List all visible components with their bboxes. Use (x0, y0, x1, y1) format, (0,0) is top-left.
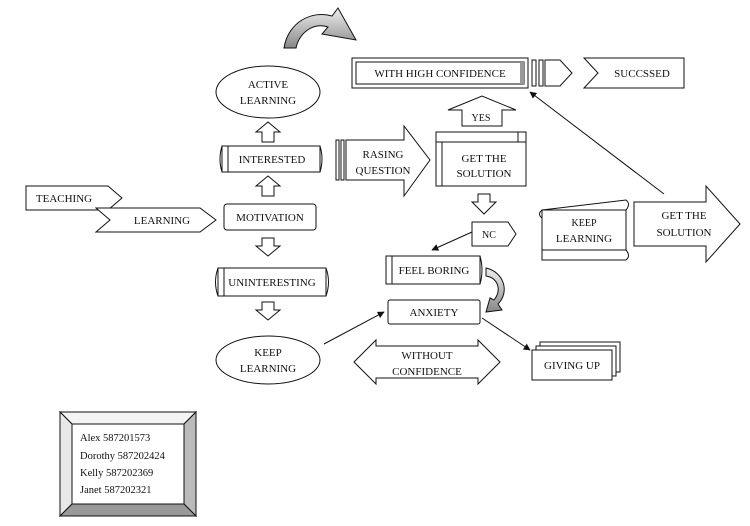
raising-question-line1: RASING (363, 149, 404, 161)
get-solution-line2: SOLUTION (457, 168, 512, 180)
curved-arrow-top-icon (283, 7, 357, 49)
members-frame (58, 410, 198, 518)
active-learning-ellipse: ACTIVE LEARNING (215, 65, 321, 119)
interested-scroll: INTERESTED (219, 145, 323, 173)
uninteresting-label: UNINTERESTING (228, 277, 315, 289)
motivation-label: MOTIVATION (236, 212, 304, 224)
keep-learning-right-line2: LEARNING (556, 233, 612, 245)
member-2: Dorothy 587202424 (80, 451, 166, 462)
feel-boring-scroll: FEEL BORING (385, 255, 483, 285)
get-solution-big-arrow: GET THE SOLUTION (633, 184, 741, 264)
down-arrow-1 (254, 237, 282, 257)
get-solution-2-line2: SOLUTION (657, 227, 712, 239)
with-high-confidence-label: WITH HIGH CONFIDENCE (374, 68, 506, 80)
arrow-no-to-boring (431, 231, 473, 251)
yes-arrow: YES (447, 95, 517, 127)
anxiety-box: ANXIETY (387, 299, 481, 325)
anxiety-label: ANXIETY (410, 307, 459, 319)
member-4: Janet 587202321 (80, 485, 151, 496)
without-confidence-line1: WITHOUT (401, 350, 453, 362)
successed-label: SUCCSSED (614, 68, 670, 80)
curved-arrow-right-icon (485, 267, 505, 313)
raising-question-arrow: RASING QUESTION (335, 124, 431, 198)
member-3: Kelly 587202369 (80, 468, 153, 479)
get-solution-box: GET THE SOLUTION (435, 131, 527, 187)
down-arrow-2 (254, 301, 282, 321)
with-high-confidence-banner: WITH HIGH CONFIDENCE (351, 57, 529, 89)
arrow-solution-to-high-confidence (529, 91, 665, 195)
teaching-arrow: TEACHING (25, 185, 123, 211)
without-confidence-double-arrow: WITHOUT CONFIDENCE (353, 338, 501, 386)
no-label: NC (482, 230, 496, 241)
up-arrow-1 (254, 121, 282, 143)
uninteresting-scroll: UNINTERESTING (215, 267, 329, 297)
active-learning-line1: ACTIVE (248, 79, 289, 91)
teaching-label: TEACHING (36, 193, 92, 205)
giving-up-stack: GIVING UP (531, 341, 621, 381)
successed-banner: SUCCSSED (582, 57, 685, 89)
keep-learning-right-scroll: KEEP LEARNING (539, 199, 629, 261)
yes-label: YES (472, 113, 491, 124)
keep-learning-left-ellipse: KEEP LEARNING (215, 335, 321, 385)
raising-question-line2: QUESTION (356, 165, 411, 177)
members-list: Alex 587201573 Dorothy 587202424 Kelly 5… (80, 433, 166, 496)
motivation-box: MOTIVATION (223, 203, 317, 231)
get-solution-line1: GET THE (461, 153, 506, 165)
giving-up-label: GIVING UP (544, 360, 600, 372)
learning-arrow: LEARNING (94, 207, 217, 233)
feel-boring-label: FEEL BORING (399, 265, 470, 277)
arrow-anxiety-to-giving-up (481, 317, 531, 351)
active-learning-line2: LEARNING (240, 95, 296, 107)
arrow-to-successed (531, 59, 573, 87)
arrow-keep-learning-to-anxiety (323, 311, 385, 345)
keep-learning-right-line1: KEEP (572, 218, 597, 229)
up-arrow-2 (254, 175, 282, 197)
learning-label: LEARNING (134, 215, 190, 227)
member-1: Alex 587201573 (80, 433, 150, 444)
down-arrow-to-no (470, 193, 498, 215)
no-box: NC (471, 221, 517, 247)
interested-label: INTERESTED (239, 154, 306, 166)
keep-learning-left-line2: LEARNING (240, 363, 296, 375)
get-solution-2-line1: GET THE (661, 210, 706, 222)
without-confidence-line2: CONFIDENCE (392, 366, 462, 378)
keep-learning-left-line1: KEEP (254, 347, 282, 359)
